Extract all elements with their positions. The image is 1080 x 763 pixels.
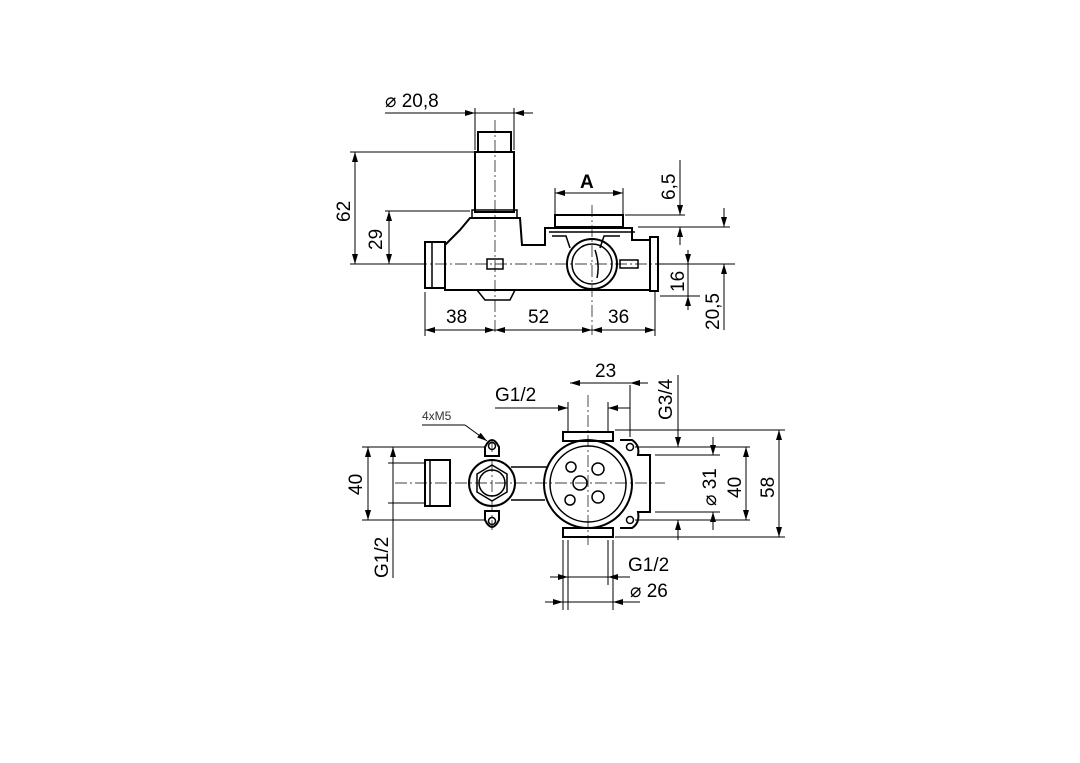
dim-left: 38 (446, 307, 467, 328)
dim-plate-width: A (580, 172, 594, 193)
dim-left-height: 40 (346, 474, 367, 495)
dim-outlet-offset: 16 (668, 271, 689, 292)
dim-right: 36 (608, 307, 629, 328)
side-view-dimensions: ⌀ 20,8 62 29 A 6,5 16 20,5 (334, 91, 735, 336)
dim-stem-height: 29 (366, 229, 387, 250)
dim-total-height-58: 58 (758, 477, 779, 498)
thread-right: G3/4 (656, 378, 677, 420)
dim-plate-to-axis: 20,5 (703, 293, 724, 330)
dim-diameter-26: ⌀ 26 (630, 581, 668, 602)
dim-23: 23 (595, 361, 616, 382)
dim-stem-diameter: ⌀ 20,8 (385, 91, 439, 112)
dim-total-height: 62 (334, 201, 355, 222)
top-view-dimensions: 23 G1/2 G3/4 4xM5 40 G1/2 ⌀ 31 (346, 361, 785, 610)
dim-middle: 52 (528, 307, 549, 328)
thread-bottom: G1/2 (628, 555, 669, 576)
top-view-body (395, 395, 665, 545)
dim-plate-height: 6,5 (659, 174, 680, 200)
side-view-body (395, 120, 735, 335)
dim-diameter-31: ⌀ 31 (700, 468, 721, 506)
screws-label: 4xM5 (422, 409, 452, 423)
thread-top: G1/2 (495, 385, 536, 406)
dim-right-height: 40 (725, 477, 746, 498)
thread-left: G1/2 (372, 537, 393, 578)
